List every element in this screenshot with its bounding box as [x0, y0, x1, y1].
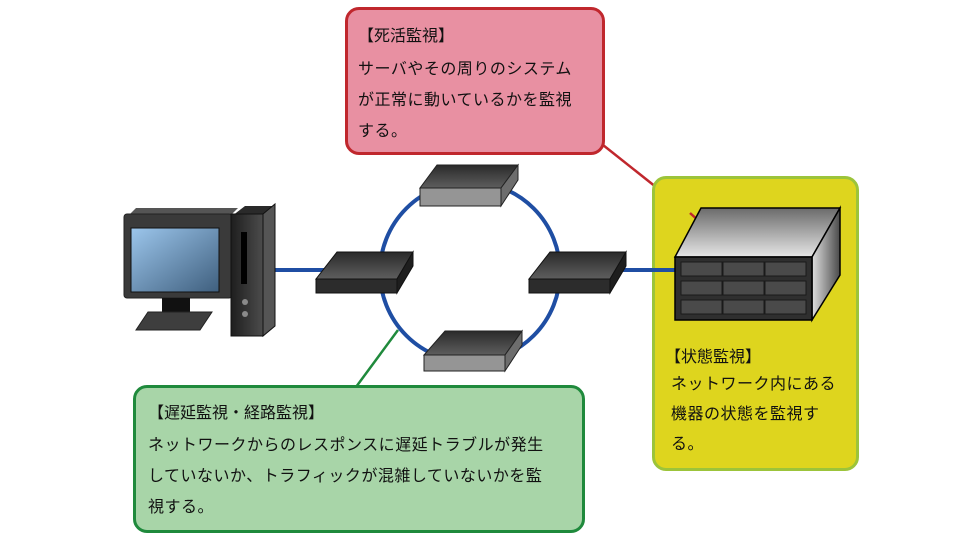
network-switch-icon: [527, 250, 627, 295]
delay-route-monitoring-callout: 【遅延監視・経路監視】 ネットワークからのレスポンスに遅延トラブルが発生 してい…: [133, 385, 585, 533]
callout-line: 視する。: [148, 497, 215, 516]
callout-line: ネットワーク内にある: [671, 374, 837, 393]
callout-line: ネットワークからのレスポンスに遅延トラブルが発生: [148, 435, 544, 454]
callout-line: が正常に動いているかを監視: [358, 90, 573, 109]
state-monitoring-callout: 【状態監視】 ネットワーク内にある 機器の状態を監視する。: [652, 176, 859, 471]
callout-title: 【死活監視】: [358, 26, 455, 45]
callout-title: 【遅延監視・経路監視】: [148, 403, 325, 422]
desktop-computer-icon: [123, 202, 276, 338]
callout-line: サーバやその周りのシステム: [358, 59, 572, 78]
network-switch-icon: [314, 250, 414, 295]
callout-title: 【状態監視】: [665, 347, 762, 366]
network-switch-icon: [419, 163, 519, 208]
callout-line: 機器の状態を監視する。: [671, 404, 820, 453]
alive-monitoring-callout: 【死活監視】 サーバやその周りのシステム が正常に動いているかを監視 する。: [345, 7, 605, 155]
callout-line: していないか、トラフィックが混雑していないかを監: [148, 466, 543, 485]
network-switch-icon: [422, 329, 523, 373]
callout-line: する。: [358, 121, 408, 140]
delay-callout-pointer: [354, 329, 400, 388]
